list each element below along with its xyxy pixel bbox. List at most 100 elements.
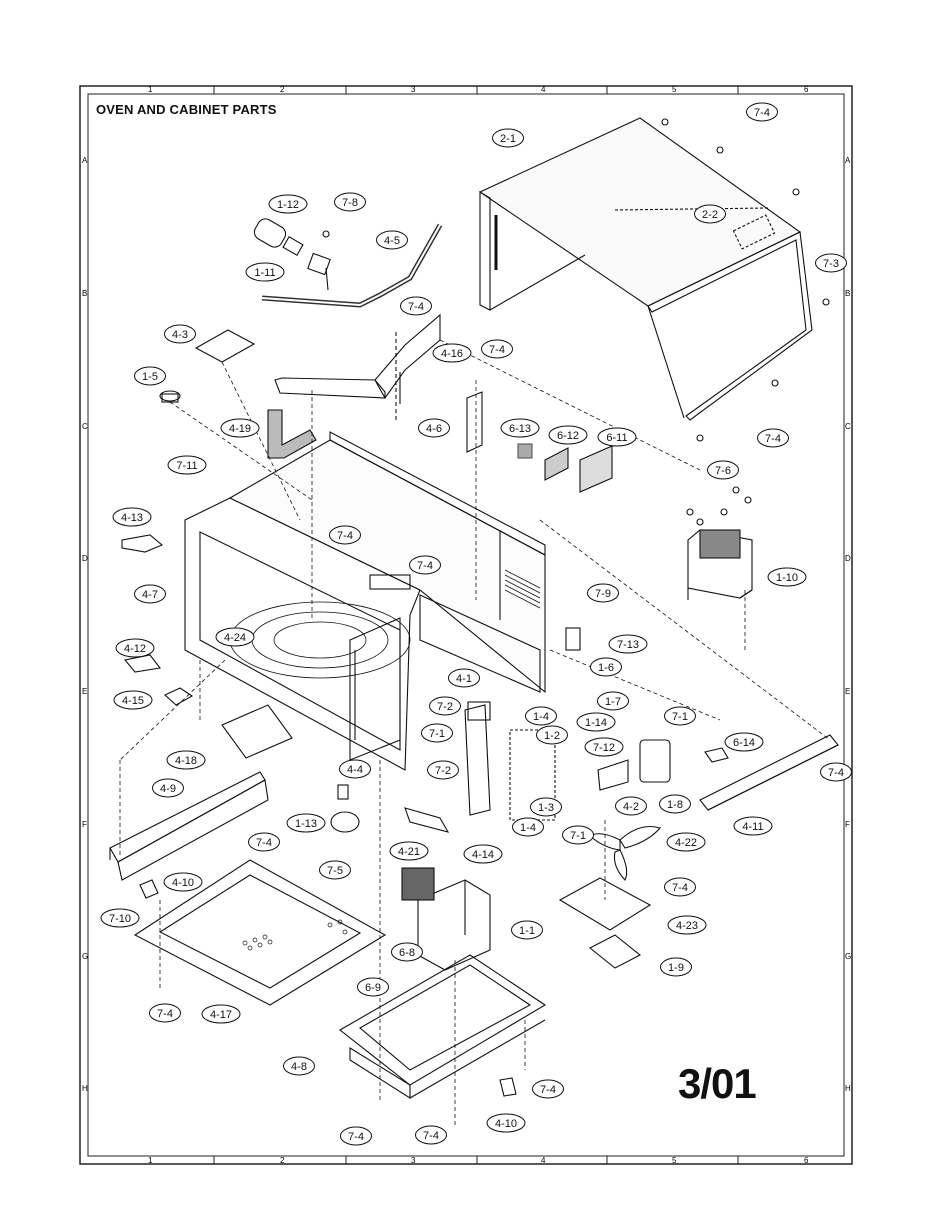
callout-1-8: 1-8 — [659, 794, 691, 814]
callout-bubble — [268, 194, 308, 214]
callout-bubble — [590, 657, 622, 677]
foot-drawing — [139, 879, 159, 899]
callout-4-10: 4-10 — [163, 872, 203, 892]
callout-label: 4-13 — [121, 512, 143, 524]
grid-column-labels-bottom: 1 2 3 4 5 6 — [148, 1156, 809, 1165]
grid-col-label: 4 — [541, 85, 546, 94]
callout-4-14: 4-14 — [463, 844, 503, 864]
callout-bubble — [339, 759, 371, 779]
grid-row-label: E — [82, 687, 87, 696]
callout-bubble — [201, 1004, 241, 1024]
callout-4-9: 4-9 — [152, 778, 184, 798]
callout-7-4: 7-4 — [248, 832, 280, 852]
transformer-drawing — [686, 486, 753, 600]
callout-7-4: 7-4 — [400, 296, 432, 316]
callout-1-6: 1-6 — [590, 657, 622, 677]
callout-7-5: 7-5 — [319, 860, 351, 880]
callout-label: 7-13 — [617, 639, 639, 651]
grid-row-label: B — [845, 289, 850, 298]
callout-bubble — [245, 262, 285, 282]
grid-row-label: G — [82, 952, 88, 961]
callout-bubble — [576, 712, 616, 732]
grid-row-labels-right: A B C D E F G H — [845, 156, 851, 1093]
callout-label: 7-12 — [593, 742, 615, 754]
callout-label: 7-11 — [176, 460, 197, 472]
callout-bubble — [597, 427, 637, 447]
grid-col-label: 3 — [411, 1156, 416, 1165]
callout-7-4: 7-4 — [415, 1125, 447, 1145]
callout-label: 4-3 — [172, 329, 188, 341]
callout-bubble — [389, 841, 429, 861]
callout-bubble — [112, 507, 152, 527]
grid-row-label: H — [82, 1084, 88, 1093]
callout-label: 7-4 — [765, 433, 781, 445]
callout-4-16: 4-16 — [432, 343, 472, 363]
callout-4-7: 4-7 — [134, 584, 166, 604]
callout-1-5: 1-5 — [134, 366, 166, 386]
callout-label: 1-3 — [538, 802, 554, 814]
callout-bubble — [418, 418, 450, 438]
callout-label: 7-1 — [429, 728, 445, 740]
callout-bubble — [597, 691, 629, 711]
callout-label: 7-8 — [342, 197, 358, 209]
callout-bubble — [757, 428, 789, 448]
grid-row-labels-left: A B C D E F G H — [82, 156, 88, 1093]
grid-column-ticks — [213, 86, 739, 1164]
callout-label: 2-1 — [500, 133, 516, 145]
date-code: 3/01 — [678, 1060, 757, 1107]
callout-bubble — [448, 668, 480, 688]
callout-label: 4-16 — [441, 348, 463, 360]
callout-1-7: 1-7 — [597, 691, 629, 711]
callout-1-13: 1-13 — [286, 813, 326, 833]
grid-col-label: 6 — [804, 1156, 809, 1165]
oven-cavity-drawing — [184, 431, 546, 771]
grid-col-label: 5 — [672, 1156, 677, 1165]
cover-sheets-drawing — [517, 443, 613, 493]
callout-label: 4-14 — [472, 849, 494, 861]
callout-1-3: 1-3 — [530, 797, 562, 817]
callout-bubble — [376, 230, 408, 250]
callout-bubble — [134, 366, 166, 386]
callout-label: 1-12 — [277, 199, 299, 211]
plate-drawing — [466, 391, 483, 453]
callout-label: 6-11 — [606, 432, 627, 444]
callout-bubble — [481, 339, 513, 359]
base-plate-drawing — [133, 859, 387, 1006]
callout-bubble — [820, 762, 852, 782]
callout-label: 7-4 — [754, 107, 770, 119]
callout-bubble — [666, 832, 706, 852]
callout-bubble — [532, 1079, 564, 1099]
callout-bubble — [536, 725, 568, 745]
callout-label: 1-6 — [598, 662, 614, 674]
cover-plate-drawing — [221, 704, 293, 759]
callout-7-3: 7-3 — [815, 253, 847, 273]
callout-6-8: 6-8 — [391, 942, 423, 962]
callout-label: 4-10 — [172, 877, 194, 889]
monitor-switch-drawing — [565, 627, 581, 651]
callout-6-9: 6-9 — [357, 977, 389, 997]
callout-bubble — [427, 760, 459, 780]
callout-bubble — [667, 915, 707, 935]
door-latch-drawing — [464, 701, 491, 816]
latch-bracket-drawing — [123, 654, 161, 673]
callout-bubble — [220, 418, 260, 438]
grid-row-label: A — [82, 156, 88, 165]
callout-label: 4-17 — [210, 1009, 232, 1021]
callout-7-9: 7-9 — [587, 583, 619, 603]
callout-bubble — [584, 737, 624, 757]
callout-bubble — [166, 750, 206, 770]
callout-4-19: 4-19 — [220, 418, 260, 438]
diode-drawing — [704, 747, 729, 763]
callout-bubble — [562, 825, 594, 845]
callout-7-4: 7-4 — [340, 1126, 372, 1146]
fuse-holder-drawing — [253, 218, 331, 291]
callout-label: 1-10 — [776, 572, 798, 584]
callout-label: 4-7 — [142, 589, 158, 601]
callout-label: 6-8 — [399, 947, 415, 959]
callout-bubble — [694, 204, 726, 224]
callout-4-18: 4-18 — [166, 750, 206, 770]
callout-7-6: 7-6 — [707, 460, 739, 480]
callout-7-8: 7-8 — [334, 192, 366, 212]
